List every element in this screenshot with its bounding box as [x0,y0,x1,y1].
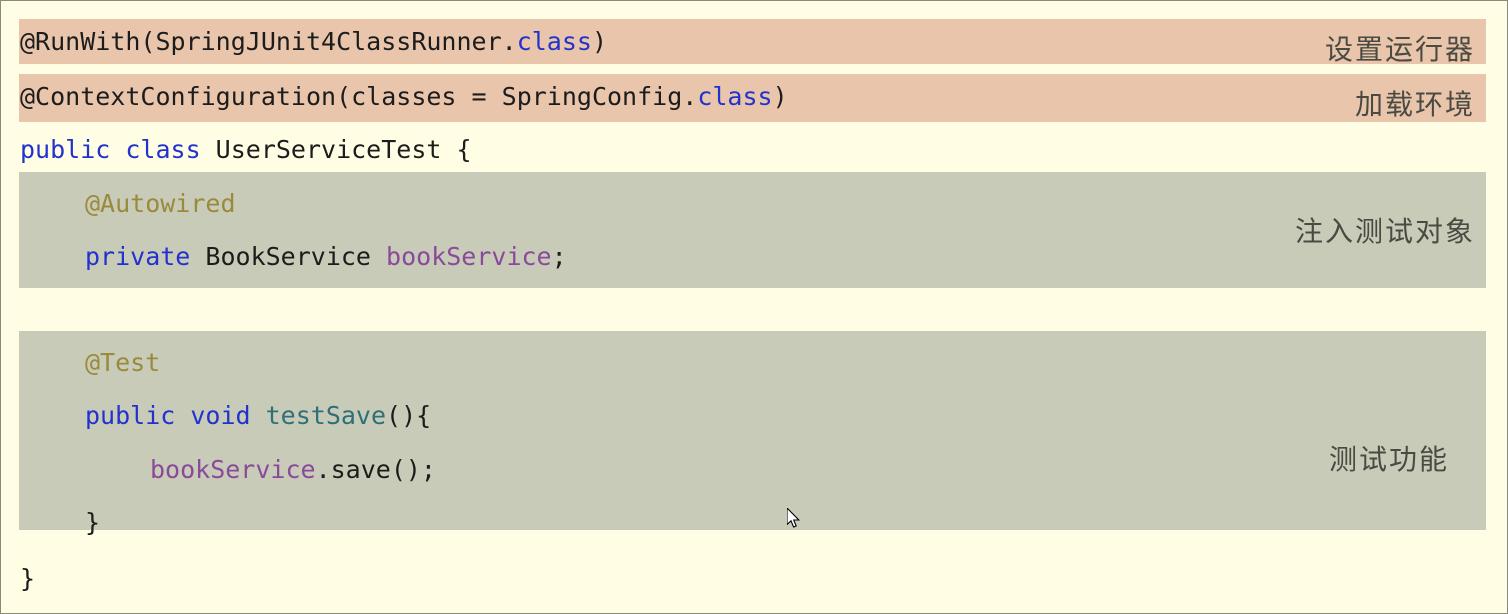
code-line-close-class-brace: } [20,564,35,594]
token-testsave-method-name: testSave [265,401,387,430]
code-line-test-annotation: @Test [85,348,160,378]
token-close-class-brace: } [20,564,36,593]
annotation-label-load-environment: 加载环境 [1354,88,1475,121]
code-line-runwith: @RunWith(SpringJUnit4ClassRunner.class) [20,27,607,57]
code-line-class-declaration: public class UserServiceTest { [20,135,472,165]
token-public-class-keyword: public class [20,135,216,164]
token-bookservice-type: BookService [205,242,387,271]
token-runwith-tail: ) [591,27,608,56]
token-test-annotation: @Test [85,348,161,377]
annotation-label-inject-test-object: 注入测试对象 [1294,215,1475,248]
highlight-band-test [19,331,1486,530]
token-ctxcfg-tail: ) [772,82,788,111]
token-ctxcfg-head: @ContextConfiguration(classes = SpringCo… [20,82,698,111]
token-ctxcfg-class-keyword: class [697,82,773,111]
token-private-keyword: private [85,242,206,271]
code-line-autowired: @Autowired [85,189,236,219]
token-semicolon: ; [551,242,567,271]
annotation-label-test-function: 测试功能 [1328,443,1449,476]
token-method-parens: (){ [386,401,432,430]
token-autowired-annotation: @Autowired [85,189,236,218]
highlight-band-runwith [19,19,1486,64]
token-close-method-brace: } [85,508,101,537]
token-call-receiver: bookService [150,455,316,484]
token-call-save: .save(); [315,455,436,484]
highlight-band-contextconfiguration [19,74,1486,122]
code-line-close-method-brace: } [85,508,100,538]
token-runwith-class-keyword: class [516,27,592,56]
highlight-band-autowired [19,172,1486,288]
token-class-name: UserServiceTest { [215,135,472,164]
code-line-method-call: bookService.save(); [150,455,436,485]
code-line-method-declaration: public void testSave(){ [85,401,431,431]
token-bookservice-field: bookService [386,242,552,271]
code-line-field-declaration: private BookService bookService; [85,242,567,272]
code-line-contextconfiguration: @ContextConfiguration(classes = SpringCo… [20,82,788,112]
token-public-void-keyword: public void [85,401,266,430]
annotation-label-set-runner: 设置运行器 [1324,33,1475,66]
token-runwith-head: @RunWith(SpringJUnit4ClassRunner. [20,27,517,56]
